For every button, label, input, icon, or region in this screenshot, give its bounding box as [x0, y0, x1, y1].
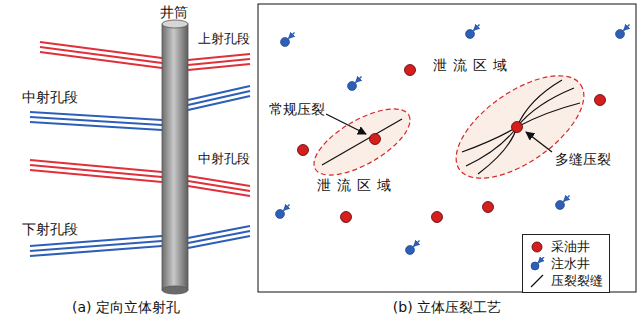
perforation-line — [188, 176, 250, 186]
production-well — [432, 212, 443, 223]
perforation-line — [188, 236, 250, 248]
perforation-line — [40, 52, 162, 68]
production-well — [512, 122, 523, 133]
production-well — [405, 65, 416, 76]
perforation-line — [188, 64, 250, 70]
production-well — [532, 242, 542, 252]
injection-well — [276, 205, 290, 219]
injection-well — [556, 196, 570, 210]
legend-text: 采油井 — [551, 238, 590, 255]
legend-row: 压裂裂缝 — [529, 272, 603, 289]
legend-sample — [529, 257, 545, 271]
perforation-line — [30, 241, 162, 251]
production-well — [595, 95, 606, 106]
legend-row: 采油井 — [529, 238, 603, 255]
perforation-line — [30, 236, 162, 246]
perforation-line — [30, 122, 162, 130]
drainage-zones — [304, 56, 600, 198]
well-symbols — [276, 25, 630, 255]
legend-sample — [529, 240, 545, 254]
leader-arrows — [326, 114, 552, 152]
legend-sample — [529, 274, 545, 288]
injection-well — [348, 77, 362, 91]
fractures — [322, 80, 580, 174]
segment-label: 中射孔段 — [198, 150, 250, 168]
injection-well — [616, 25, 630, 39]
perforation-line — [188, 181, 250, 191]
production-well — [370, 134, 381, 145]
wellbore-label: 井筒 — [160, 3, 188, 21]
perforation-line — [188, 186, 250, 196]
zone-label: 泄流区域 — [432, 56, 514, 74]
legend-text: 注水井 — [551, 255, 590, 272]
panel-caption: (b) 立体压裂工艺 — [393, 298, 501, 316]
production-well — [298, 145, 309, 156]
legend-text: 压裂裂缝 — [551, 272, 603, 289]
perforation-line — [30, 170, 162, 182]
legend: 采油井注水井压裂裂缝 — [522, 234, 610, 293]
segment-label: 上射孔段 — [198, 30, 250, 48]
injection-well — [406, 241, 420, 255]
injection-well — [281, 33, 295, 47]
zone-label: 泄流区域 — [316, 176, 398, 194]
panel-caption: (a) 定向立体射孔 — [72, 298, 180, 316]
injection-well — [466, 25, 480, 39]
method-label: 多缝压裂 — [554, 150, 612, 168]
injection-well — [531, 257, 544, 270]
segment-label: 下射孔段 — [22, 220, 78, 238]
segment-label: 中射孔段 — [22, 88, 78, 106]
perforation-line — [188, 96, 250, 110]
panel-frame — [258, 4, 636, 292]
wellbore — [162, 20, 188, 294]
perforation-line — [30, 246, 162, 256]
method-label: 常规压裂 — [268, 100, 326, 118]
production-well — [483, 202, 494, 213]
production-well — [341, 212, 352, 223]
legend-row: 注水井 — [529, 255, 603, 272]
